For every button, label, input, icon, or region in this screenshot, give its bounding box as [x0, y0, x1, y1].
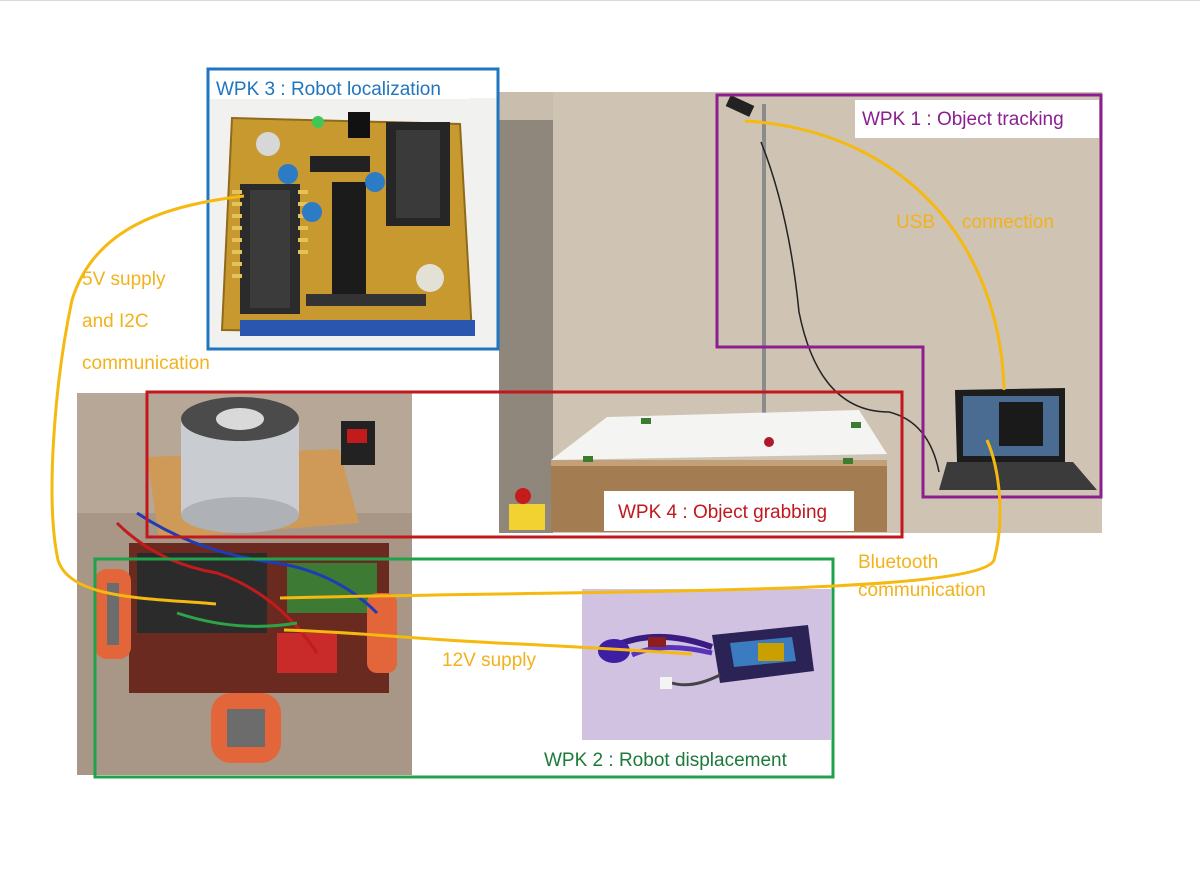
wpk1-frame	[715, 93, 1103, 499]
test-bench-photo	[499, 92, 1102, 533]
wpk3-label: WPK 3 : Robot localization	[216, 79, 441, 100]
wpk3-frame	[206, 67, 500, 351]
wpk2-frame	[93, 557, 835, 779]
supply12v-label: 12V supply	[442, 650, 537, 671]
usb-wire	[744, 119, 1006, 391]
usb-label: USB	[896, 212, 936, 233]
supply5v-label-line2: and I2C	[82, 311, 149, 332]
bluetooth-label-line1: Bluetooth	[858, 552, 939, 573]
circuit-board-photo	[210, 98, 497, 348]
supply5v-label-line3: communication	[82, 353, 210, 374]
wpk4-label: WPK 4 : Object grabbing	[618, 502, 828, 523]
wpk2-label: WPK 2 : Robot displacement	[544, 750, 787, 771]
bluetooth-label-line2: communication	[858, 580, 986, 601]
wpk1-label: WPK 1 : Object tracking	[862, 109, 1064, 130]
supply5v-label-line1: 5V supply	[82, 269, 166, 290]
robot-photo	[77, 393, 412, 775]
wpk4-frame	[145, 390, 904, 539]
connection-label: connection	[962, 212, 1054, 233]
supply12v-wire	[283, 628, 693, 656]
top-divider	[0, 0, 1200, 1]
i2c-wire	[50, 194, 245, 606]
battery-photo	[582, 589, 831, 740]
bluetooth-wire	[279, 439, 1002, 600]
